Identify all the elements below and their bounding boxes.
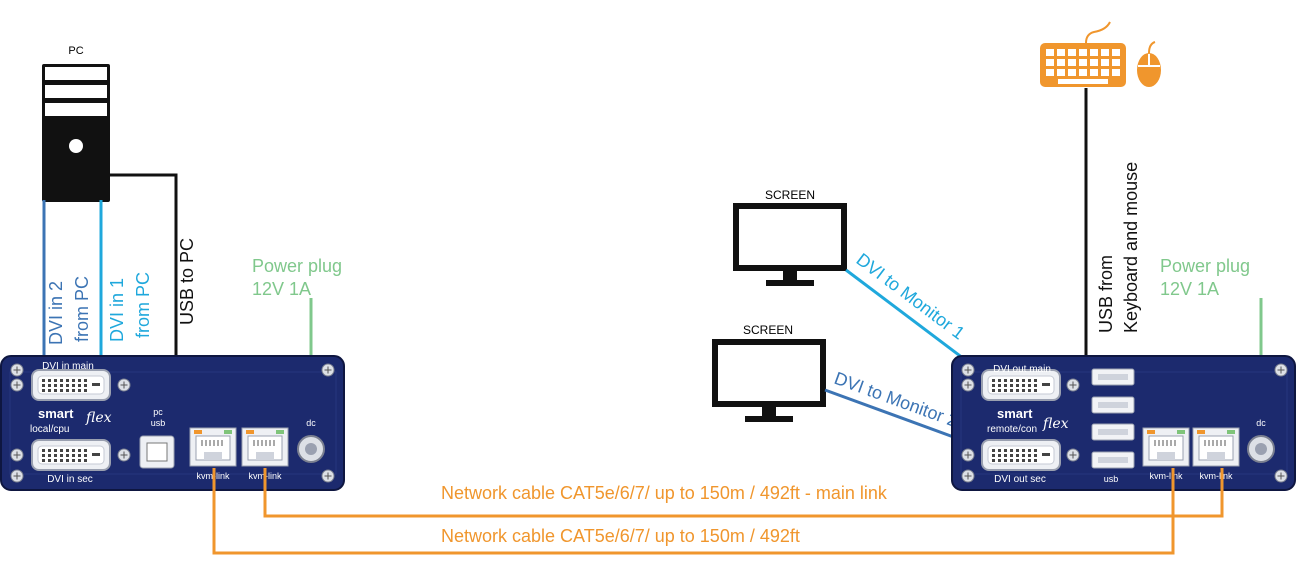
remote-brand: smart (997, 406, 1033, 421)
pc-usb-label-line1: pc (153, 407, 163, 417)
network-cable-secondary (212, 468, 1175, 555)
power-plug-left-line1: Power plug (252, 256, 342, 276)
remote-unit (951, 355, 1296, 491)
local-dvi-sec-label: DVI in sec (47, 474, 93, 485)
dvi-in-1-label-line1: DVI in 1 (107, 278, 127, 342)
screen-1-label: SCREEN (765, 188, 815, 202)
pc-label: PC (68, 45, 83, 57)
network-second-label: Network cable CAT5e/6/7/ up to 150m / 49… (441, 526, 800, 546)
remote-kvm-link-1-label: kvm-link (1150, 471, 1183, 481)
dvi-in-2-label-line2: from PC (72, 276, 92, 342)
power-plug-right-line2: 12V 1A (1160, 279, 1219, 299)
local-subtitle: local/cpu (30, 424, 69, 435)
remote-usb-label: usb (1104, 474, 1119, 484)
pc-usb-label-line2: usb (151, 418, 166, 428)
screen-2-label: SCREEN (743, 323, 793, 337)
usb-from-keyboard-label-line2: Keyboard and mouse (1121, 162, 1141, 333)
mouse-icon (1137, 41, 1161, 87)
local-brand-script: flex (85, 410, 112, 426)
network-main-label: Network cable CAT5e/6/7/ up to 150m / 49… (441, 483, 888, 503)
dvi-in-1-label-line2: from PC (133, 272, 153, 338)
remote-dvi-sec-label: DVI out sec (994, 474, 1046, 485)
remote-dvi-main-label: DVI out main (993, 364, 1051, 375)
remote-dc-label: dc (1256, 418, 1266, 428)
remote-brand-script: flex (1042, 416, 1069, 432)
power-plug-right-line1: Power plug (1160, 256, 1250, 276)
local-unit (0, 355, 345, 491)
keyboard-icon (1040, 21, 1126, 87)
monitor-icon (736, 206, 844, 286)
local-dvi-main-label: DVI in main (42, 361, 94, 372)
remote-subtitle: remote/con (987, 424, 1037, 435)
pc-tower-icon (42, 64, 110, 202)
remote-kvm-link-2-label: kvm-link (1200, 471, 1233, 481)
local-brand: smart (38, 406, 74, 421)
network-cable-main-link (263, 468, 1224, 518)
local-dc-label: dc (306, 418, 316, 428)
power-plug-left-line2: 12V 1A (252, 279, 311, 299)
dvi-to-monitor-1-label: DVI to Monitor 1 (853, 249, 969, 343)
usb-from-keyboard-label-line1: USB from (1096, 255, 1116, 333)
monitor-icon (715, 342, 823, 422)
dvi-in-2-label-line1: DVI in 2 (46, 281, 66, 345)
usb-to-pc-label: USB to PC (177, 238, 197, 325)
